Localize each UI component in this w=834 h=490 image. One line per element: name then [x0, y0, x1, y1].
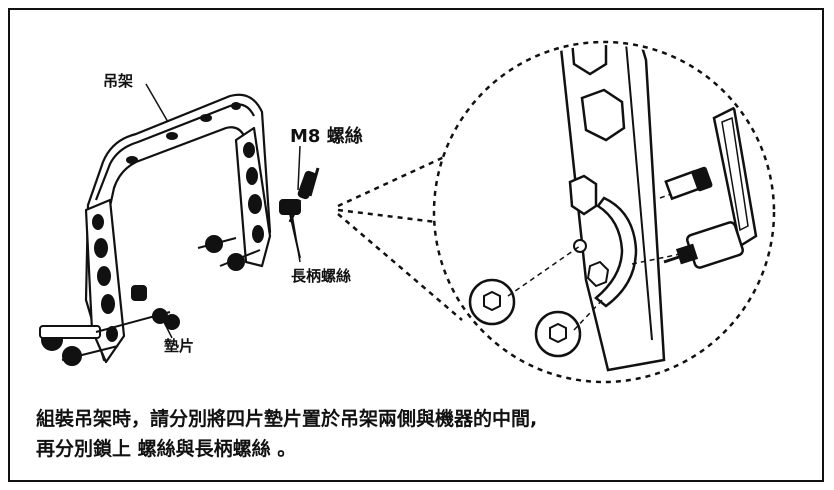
leader-lines	[145, 83, 301, 339]
magnified-detail	[468, 45, 758, 372]
right-hardware	[197, 167, 320, 271]
left-hardware	[39, 285, 180, 366]
instruction-line-2: 再分別鎖上 螺絲與長柄螺絲 。	[36, 438, 297, 460]
handle-screw-label: 長柄螺絲	[291, 267, 352, 285]
assembly-instructions: 組裝吊架時，請分別將四片墊片置於吊架兩側與機器的中間, 再分別鎖上 螺絲與長柄螺…	[36, 404, 816, 464]
callout-lines	[337, 150, 463, 321]
m8-screw-label: M8 螺絲	[290, 126, 363, 147]
m8-screw-detail	[664, 166, 713, 201]
hanger-label: 吊架	[103, 72, 134, 90]
instruction-line-1: 組裝吊架時，請分別將四片墊片置於吊架兩側與機器的中間,	[36, 408, 538, 430]
handle-screw-detail	[663, 106, 758, 269]
washer-label: 墊片	[164, 337, 195, 355]
bracket-holes	[92, 102, 264, 342]
